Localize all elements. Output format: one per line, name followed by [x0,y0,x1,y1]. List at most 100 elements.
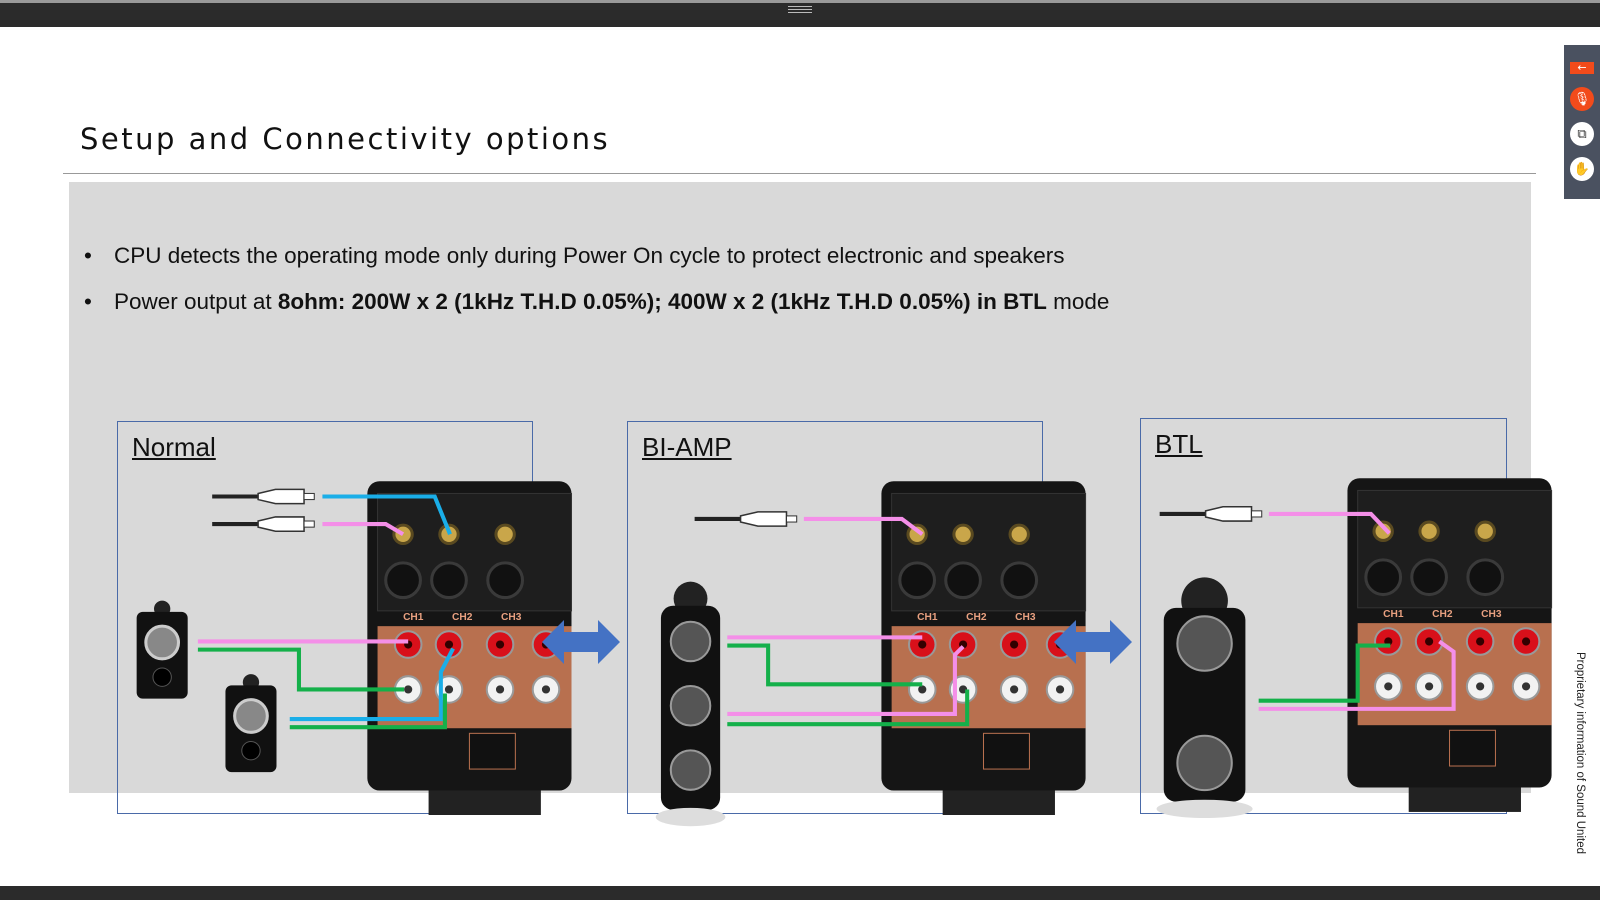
double-arrow-icon [1054,620,1132,664]
terminal-hole [1010,640,1019,649]
double-arrow-icon [542,620,620,664]
cable [727,645,965,716]
channel-label: CH3 [501,612,522,623]
terminal-hole [444,685,454,694]
terminal-hole [1384,637,1393,646]
channel-label: CH1 [917,612,938,623]
terminal-hole [1476,637,1485,646]
speaker-port [241,740,261,761]
mic-muted-icon[interactable]: 🎙 [1570,87,1594,111]
cable [197,647,405,692]
terminal-hole [541,685,551,694]
xlr-jack [1000,561,1039,600]
title-divider [63,173,1536,174]
panel-label: BI-AMP [642,432,732,462]
raise-hand-icon[interactable]: ✋ [1570,157,1594,181]
channel-label: CH1 [1383,609,1404,620]
bullet-1: •CPU detects the operating mode only dur… [84,243,1065,268]
cable [803,516,924,536]
xlr-jack [1364,558,1403,597]
terminal-hole [918,685,927,694]
cable [727,643,923,687]
terminal-hole [1521,682,1531,691]
auto-standby-switch [982,732,1030,770]
xlr-jack [1466,558,1505,597]
speaker-driver [233,698,269,734]
rca-jack [952,523,974,546]
speaker-base [655,807,726,827]
bullet-text: CPU detects the operating mode only duri… [114,243,1065,268]
terminal-hole [444,640,454,649]
rca-jack [1008,523,1030,546]
channel-label: CH2 [966,612,987,623]
amp-foot [428,789,541,815]
speaker-driver [669,685,712,727]
cable [289,647,455,722]
tower-speaker [655,581,726,827]
copy-windows-icon[interactable]: ⧉ [1570,122,1594,146]
xlr-jack [944,561,982,600]
cable [1258,643,1391,703]
auto-standby-switch [1449,729,1496,767]
terminal-hole [495,640,505,649]
window-top-bar [0,0,1600,27]
channel-label: CH2 [452,612,473,623]
rca-jack [1372,520,1394,542]
rca-plug [1159,506,1263,522]
terminal-hole [1425,682,1434,691]
amp-foot [1408,786,1521,812]
terminal-hole [1425,637,1434,646]
rca-body [257,488,305,505]
speaker-base [1156,799,1253,819]
panel-normal: Normal CH1 CH2 CH3 [117,421,573,815]
cable [1268,511,1391,535]
bookshelf-speaker [136,600,188,699]
rca-jack [1474,520,1496,542]
speaker-driver [1176,734,1233,792]
bi-amp-wiring-diagram: CH1 CH2 CH3 [655,481,1087,827]
terminal-hole [1476,682,1485,691]
normal-wiring-diagram: CH1 CH2 CH3 [136,481,573,815]
terminal-hole [495,685,505,694]
terminal-hole [1055,685,1065,694]
bullet-2: •Power output at 8ohm: 200W x 2 (1kHz T.… [84,289,1110,314]
xlr-jack [384,561,422,600]
rca-jack [494,523,516,546]
speaker-driver [144,624,181,661]
window-bottom-bar [0,886,1600,900]
rca-plug [694,511,798,527]
channel-label: CH3 [1481,609,1502,620]
bullet-text: Power output at [114,289,278,314]
rca-plug [212,516,315,532]
panel-label: Normal [132,432,216,462]
channel-label: CH1 [403,612,424,623]
tower-speaker [1156,577,1253,819]
cable [322,522,405,537]
rca-body [739,511,788,527]
auto-standby-switch [468,732,516,770]
cable [289,693,447,730]
xlr-jack [1410,558,1448,597]
panel-label: BTL [1155,429,1203,459]
rca-jack [1418,520,1440,542]
terminal-hole [1384,682,1393,691]
amplifier: CH1 CH2 CH3 [367,481,573,815]
presenter-toolbar: ← 🎙 ⧉ ✋ [1564,45,1600,199]
xlr-jack [898,561,937,600]
rca-jack [392,523,414,546]
channel-label: CH3 [1015,612,1036,623]
back-arrow-icon[interactable]: ← [1570,62,1594,74]
rca-body [1204,506,1253,522]
terminal-hole [404,685,413,694]
speaker-driver [1176,615,1233,672]
bullet-bold-text: 8ohm: 200W x 2 (1kHz T.H.D 0.05%); 400W … [277,289,1047,314]
xlr-jack [486,561,525,600]
cable [322,494,452,536]
bullet-text: mode [1046,289,1110,314]
cable [1258,639,1456,711]
panel-bi-amp: BI-AMP CH1 CH2 CH3 [627,421,1087,827]
drag-handle[interactable] [788,6,812,13]
proprietary-notice: Proprietary information of Sound United [1574,652,1586,854]
